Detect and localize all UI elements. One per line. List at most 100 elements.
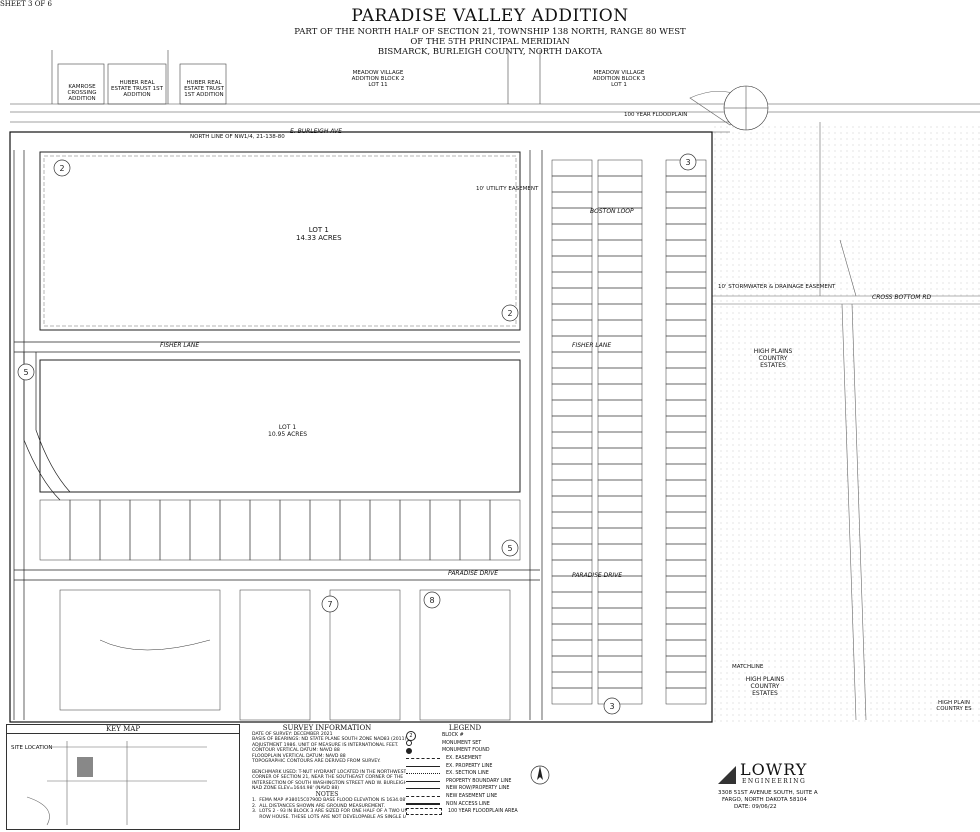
lot-parcel [551, 367, 593, 385]
lot-parcel [551, 591, 593, 609]
lot-parcel [551, 255, 593, 273]
svg-text:3: 3 [685, 158, 690, 167]
lot-parcel [551, 415, 593, 433]
svg-text:8: 8 [429, 596, 434, 605]
lot-parcel [665, 239, 707, 257]
lot-parcel [665, 383, 707, 401]
lot-parcel [339, 499, 371, 561]
lot-parcel [551, 463, 593, 481]
survey-title: SURVEY INFORMATION [282, 724, 372, 732]
page-title: PARADISE VALLEY ADDITION [351, 6, 629, 26]
svg-text:5: 5 [23, 368, 28, 377]
lot-parcel [665, 687, 707, 705]
utility-easement-label: 10' UTILITY EASEMENT [476, 186, 539, 192]
legend-item: EX. SECTION LINE [406, 770, 524, 778]
company-name-2: ENGINEERING [742, 778, 807, 785]
lot-parcel [665, 591, 707, 609]
legend-item: MONUMENT FOUND [406, 747, 524, 755]
company-name: LOWRY [740, 760, 808, 779]
lot-parcel [665, 463, 707, 481]
lot-parcel [665, 575, 707, 593]
svg-text:7: 7 [327, 600, 332, 609]
lot1-block2: LOT 1 14.33 ACRES [296, 226, 342, 242]
lot-parcel [189, 499, 221, 561]
lot-parcel [665, 399, 707, 417]
lot-parcel [597, 191, 643, 209]
svg-text:2: 2 [507, 309, 512, 318]
legend-label: EX. EASEMENT [446, 756, 482, 762]
survey-line-5: TOPOGRAPHIC CONTOURS ARE DERIVED FROM SU… [252, 759, 381, 765]
lot-parcel [99, 499, 131, 561]
lot-parcel [489, 499, 521, 561]
lot-parcel [551, 287, 593, 305]
lot-parcel [279, 499, 311, 561]
survey-notes: 1. FEMA MAP #38015C0790D BASE FLOOD ELEV… [252, 798, 417, 820]
lot-parcel [551, 511, 593, 529]
lot-parcel [551, 671, 593, 689]
legend-item: MONUMENT SET [406, 740, 524, 748]
legend-label: MONUMENT SET [442, 740, 482, 746]
legend-symbol [406, 780, 440, 782]
lot-parcel [597, 655, 643, 673]
key-map-title: KEY MAP [7, 725, 239, 734]
lot-parcel [665, 319, 707, 337]
svg-text:2: 2 [59, 164, 64, 173]
svg-text:3: 3 [609, 702, 614, 711]
lot-parcel [597, 271, 643, 289]
svg-text:5: 5 [507, 544, 512, 553]
north-line-label: NORTH LINE OF NW1/4, 21-138-80 [190, 134, 285, 140]
survey-line-1: BASIS OF BEARINGS: ND STATE PLANE SOUTH … [252, 737, 407, 743]
kamrose-parcel: KAMROSE CROSSING ADDITION [67, 84, 97, 102]
legend-symbol: 2 [406, 730, 416, 741]
lot-parcel [665, 559, 707, 577]
meadow-village-2: MEADOW VILLAGE ADDITION BLOCK 2 LOT 11 [351, 70, 405, 88]
legend-symbol [406, 758, 440, 760]
legend-label: 100 YEAR FLOODPLAIN AREA [448, 809, 518, 815]
lot-parcel [597, 671, 643, 689]
lot-parcel [551, 655, 593, 673]
legend-item: NEW ROW/PROPERTY LINE [406, 785, 524, 793]
lot-parcel [597, 687, 643, 705]
lot-parcel [665, 511, 707, 529]
lot-parcel [551, 191, 593, 209]
lot-parcel [665, 287, 707, 305]
note-line-3: ROW HOUSE. THESE LOTS ARE NOT DEVELOPABL… [252, 814, 417, 820]
lot-parcel [551, 687, 593, 705]
lot-parcel [597, 447, 643, 465]
note-line-1: 2. ALL DISTANCES SHOWN ARE GROUND MEASUR… [252, 803, 386, 809]
legend-label: NEW EASEMENT LINE [446, 794, 498, 800]
lot-parcel [665, 447, 707, 465]
meadow-village-3: MEADOW VILLAGE ADDITION BLOCK 3 LOT 1 [592, 70, 646, 88]
lot-parcel [665, 639, 707, 657]
lot-parcel [597, 527, 643, 545]
lot-parcel [551, 271, 593, 289]
lot-parcel [665, 431, 707, 449]
legend-symbol [406, 808, 442, 816]
lot-parcel [597, 591, 643, 609]
lot-parcel [459, 499, 491, 561]
lot-parcel [665, 191, 707, 209]
lot-parcel [597, 415, 643, 433]
street-boston-loop: BOSTON LOOP [590, 208, 634, 215]
legend-symbol [406, 773, 440, 775]
lot-parcel [597, 463, 643, 481]
lot-parcel [551, 495, 593, 513]
notes-title: NOTES [315, 791, 339, 799]
lot-parcel [551, 383, 593, 401]
lot-parcel [665, 527, 707, 545]
lot-parcel [551, 303, 593, 321]
lot-parcel [597, 287, 643, 305]
lot-parcel [551, 527, 593, 545]
huber-parcel-2: HUBER REAL ESTATE TRUST 1ST ADDITION [184, 80, 224, 98]
legend-item: NEW EASEMENT LINE [406, 793, 524, 801]
survey-line-0: DATE OF SURVEY: DECEMBER 2021 [252, 732, 333, 737]
site-location-label: SITE LOCATION [11, 745, 53, 751]
lot-parcel [69, 499, 101, 561]
lot-parcel [597, 543, 643, 561]
legend-label: NON ACCESS LINE [446, 801, 490, 807]
lot-parcel [551, 207, 593, 225]
lot-parcel [597, 239, 643, 257]
lot-parcel [597, 223, 643, 241]
